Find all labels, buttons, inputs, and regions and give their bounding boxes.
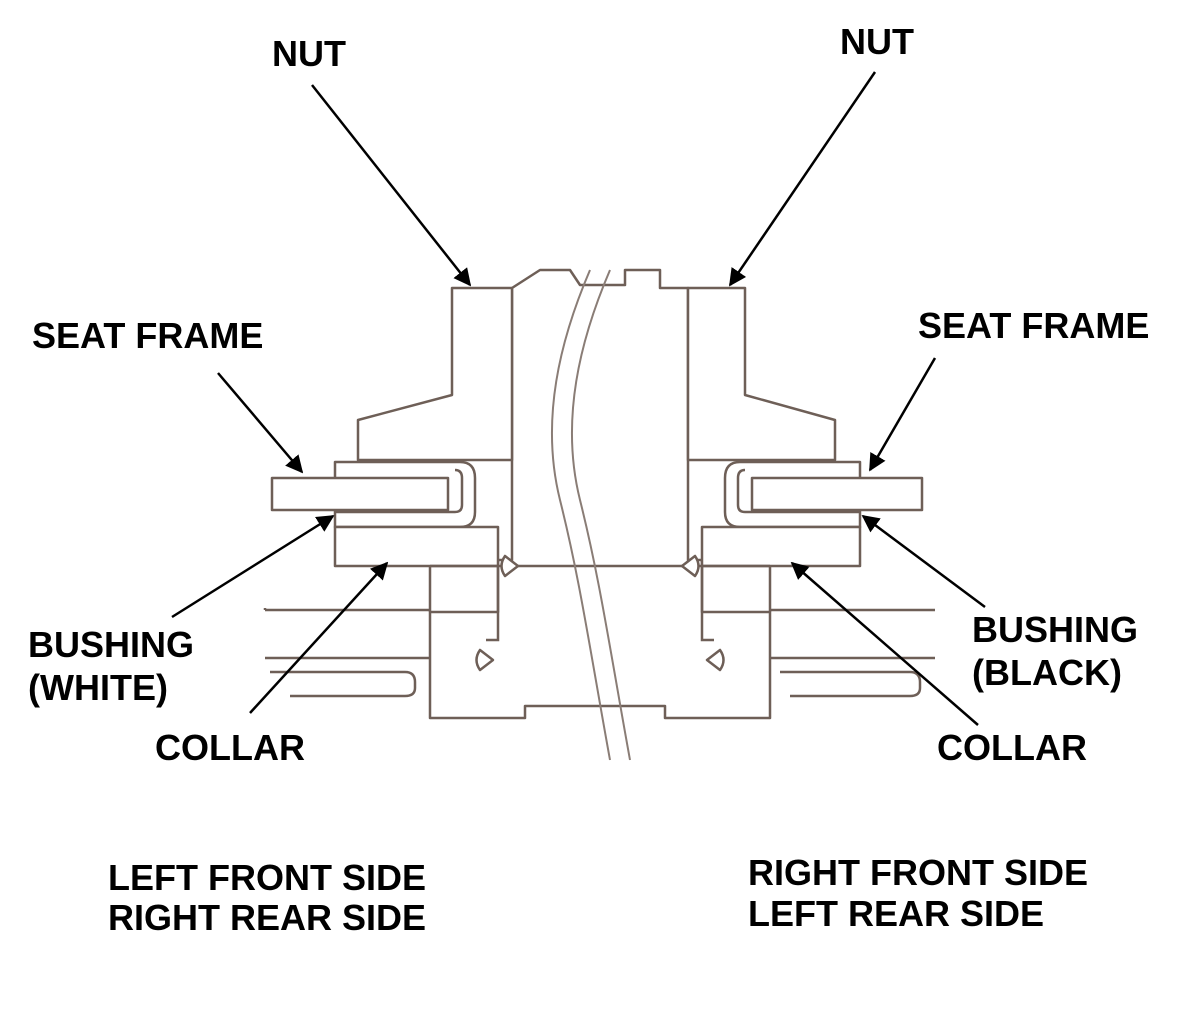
- right-collar: [680, 525, 862, 672]
- label-nut-left: NUT: [272, 33, 346, 74]
- label-seat-frame-left: SEAT FRAME: [32, 315, 264, 356]
- arrow-collar-right: [790, 561, 979, 726]
- center-bolt: [428, 268, 772, 720]
- label-bushing-white-line1: BUSHING: [28, 624, 195, 665]
- caption-left-line2: RIGHT REAR SIDE: [108, 897, 427, 938]
- label-bushing-black-line1: BUSHING: [972, 609, 1139, 650]
- label-collar-left: COLLAR: [155, 727, 305, 768]
- leader-arrows: [171, 71, 986, 726]
- arrow-bushing-black: [861, 514, 986, 609]
- caption-right-line2: LEFT REAR SIDE: [748, 893, 1045, 934]
- arrow-seat-frame-left: [217, 372, 304, 474]
- caption-left-line1: LEFT FRONT SIDE: [108, 857, 426, 898]
- label-seat-frame-right: SEAT FRAME: [918, 305, 1150, 346]
- left-seat-frame-plate: [270, 476, 450, 512]
- arrow-seat-frame-right: [868, 357, 937, 472]
- arrow-collar-left: [249, 561, 389, 714]
- right-nut: [686, 286, 837, 462]
- caption-right-line1: RIGHT FRONT SIDE: [748, 852, 1088, 893]
- arrow-bushing-white: [171, 514, 335, 619]
- label-bushing-black-line2: (BLACK): [972, 652, 1122, 693]
- lower-bracket: [263, 608, 935, 698]
- left-nut: [356, 286, 514, 462]
- arrow-nut-left: [311, 84, 472, 287]
- label-bushing-white-line2: (WHITE): [28, 667, 168, 708]
- label-nut-right: NUT: [840, 21, 914, 62]
- right-seat-frame-plate: [750, 476, 924, 512]
- wire: [551, 269, 631, 761]
- left-collar: [333, 525, 520, 672]
- label-collar-right: COLLAR: [937, 727, 1087, 768]
- arrow-nut-right: [728, 71, 877, 287]
